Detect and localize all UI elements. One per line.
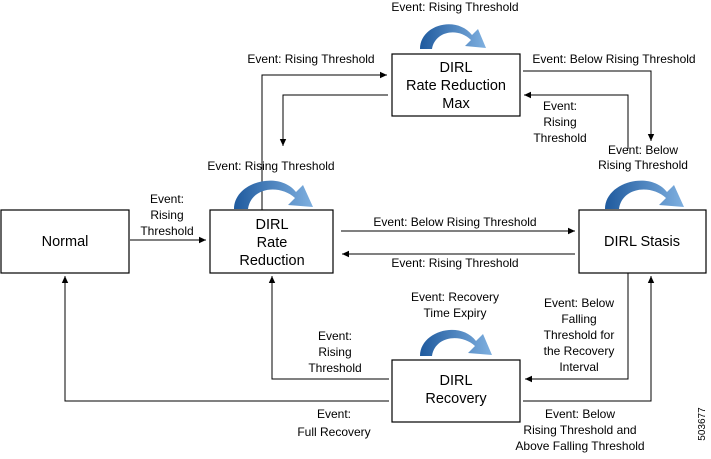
state-rate-reduction-line3: Reduction <box>239 253 304 269</box>
state-stasis-label: DIRL Stasis <box>604 234 680 250</box>
arrow-rr-to-max <box>261 71 387 210</box>
state-max-line2: Rate Reduction <box>406 78 506 94</box>
label-normal-to-rr-line2: Rising <box>150 208 183 222</box>
state-dirl-stasis: DIRL Stasis <box>578 209 707 274</box>
label-normal-to-rr: Event: Rising Threshold <box>140 192 193 238</box>
label-max-to-stasis: Event: Below Rising Threshold <box>532 52 695 66</box>
state-normal: Normal <box>0 209 130 274</box>
label-stasis-to-recovery-line3: Threshold for <box>544 328 615 342</box>
label-rr-self-loop: Event: Rising Threshold <box>207 159 334 173</box>
label-stasis-self-loop: Event: Below Rising Threshold <box>598 143 688 172</box>
label-recovery-self-loop-line1: Event: Recovery <box>411 290 499 304</box>
label-stasis-to-recovery: Event: Below Falling Threshold for the R… <box>544 296 615 374</box>
label-recovery-to-rr-line2: Rising <box>318 345 351 359</box>
arrow-max-to-stasis <box>523 70 655 141</box>
label-rr-to-max: Event: Rising Threshold <box>247 52 374 66</box>
label-recovery-to-normal: Event: Full Recovery <box>297 407 370 439</box>
self-loop-max-icon <box>420 24 486 49</box>
arrow-stasis-to-recovery <box>525 272 629 383</box>
label-normal-to-rr-line1: Event: <box>150 192 184 206</box>
label-recovery-to-normal-line1: Event: <box>317 407 351 421</box>
label-stasis-self-loop-line1: Event: Below <box>608 143 678 157</box>
figure-id: 503677 <box>697 407 708 441</box>
label-recovery-to-stasis-line1: Event: Below <box>545 407 615 421</box>
label-stasis-to-max-line2: Rising <box>543 115 576 129</box>
label-stasis-to-max-line1: Event: <box>543 99 577 113</box>
label-stasis-self-loop-line2: Rising Threshold <box>598 158 688 172</box>
label-stasis-to-max-line3: Threshold <box>533 131 586 145</box>
label-max-self-loop: Event: Rising Threshold <box>391 0 518 14</box>
transition-labels: Event: Rising Threshold Event: Rising Th… <box>140 0 695 453</box>
self-loop-stasis-icon <box>605 180 684 209</box>
state-dirl-recovery: DIRL Recovery <box>391 359 521 423</box>
label-recovery-to-normal-line2: Full Recovery <box>297 425 370 439</box>
state-dirl-rate-reduction: DIRL Rate Reduction <box>209 209 334 274</box>
state-rate-reduction-line1: DIRL <box>255 217 288 233</box>
label-recovery-self-loop-line2: Time Expiry <box>424 306 487 320</box>
self-loop-recovery-icon <box>420 329 492 356</box>
label-recovery-to-rr-line3: Threshold <box>308 361 361 375</box>
label-rr-to-stasis: Event: Below Rising Threshold <box>373 215 536 229</box>
arrow-max-to-rr <box>279 94 388 146</box>
state-max-line1: DIRL <box>439 60 472 76</box>
label-stasis-to-recovery-line2: Falling <box>561 312 596 326</box>
connectors <box>61 70 655 402</box>
label-stasis-to-recovery-line4: the Recovery <box>544 344 615 358</box>
label-recovery-to-stasis-line2: Rising Threshold and <box>523 423 636 437</box>
state-rate-reduction-line2: Rate <box>257 235 288 251</box>
label-recovery-to-stasis-line3: Above Falling Threshold <box>515 439 644 453</box>
label-stasis-to-rr: Event: Rising Threshold <box>391 256 518 270</box>
arrow-recovery-to-rr <box>268 276 389 380</box>
state-recovery-line2: Recovery <box>425 391 487 407</box>
arrow-stasis-to-max <box>524 91 629 149</box>
state-normal-label: Normal <box>42 234 89 250</box>
label-stasis-to-recovery-line5: Interval <box>559 360 598 374</box>
label-stasis-to-recovery-line1: Event: Below <box>544 296 614 310</box>
self-loops <box>234 24 684 356</box>
self-loop-rr-icon <box>234 180 313 209</box>
arrow-recovery-to-stasis <box>523 276 655 402</box>
arrow-recovery-to-normal <box>61 276 389 402</box>
state-recovery-line1: DIRL <box>439 373 472 389</box>
label-stasis-to-max: Event: Rising Threshold <box>533 99 586 145</box>
state-max-line3: Max <box>442 96 470 112</box>
label-recovery-self-loop: Event: Recovery Time Expiry <box>411 290 499 320</box>
label-recovery-to-rr-line1: Event: <box>318 329 352 343</box>
label-normal-to-rr-line3: Threshold <box>140 224 193 238</box>
label-recovery-to-rr: Event: Rising Threshold <box>308 329 361 375</box>
state-dirl-rate-reduction-max: DIRL Rate Reduction Max <box>391 53 521 117</box>
label-recovery-to-stasis: Event: Below Rising Threshold and Above … <box>515 407 644 453</box>
